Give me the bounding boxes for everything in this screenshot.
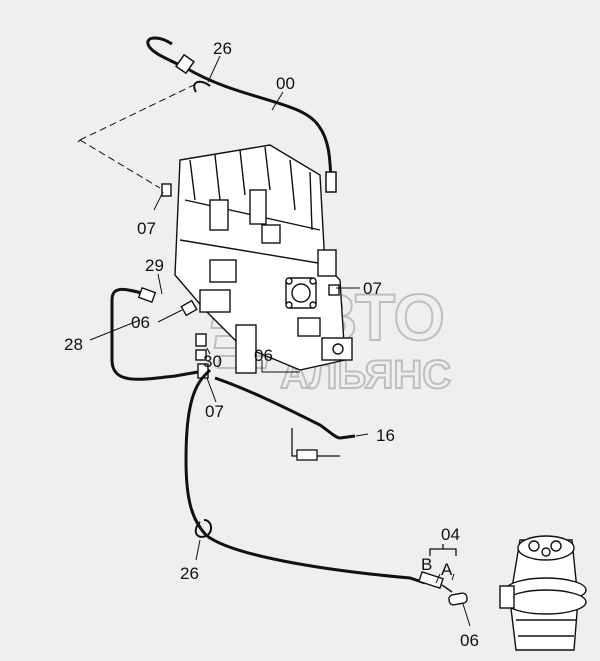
callout-00: 00 (276, 74, 295, 93)
hose-end-fitting (418, 570, 468, 606)
callout-07-right: 07 (363, 279, 382, 298)
bracket-04 (429, 544, 457, 556)
callout-06-left: 06 (131, 313, 150, 332)
callout-06-mid: 06 (254, 346, 273, 365)
callout-28: 28 (64, 335, 83, 354)
hose-28 (110, 287, 199, 381)
hose-16 (214, 376, 356, 440)
callout-30: 30 (203, 352, 222, 371)
callout-07-upper: 07 (137, 219, 156, 238)
callout-29: 29 (145, 256, 164, 275)
callout-04: 04 (441, 525, 460, 544)
callout-B: B (421, 555, 432, 574)
hose-lower (184, 368, 426, 585)
fittings-left (137, 287, 209, 379)
callout-26-top: 26 (213, 39, 232, 58)
hose-00 (146, 36, 337, 193)
control-valve (161, 144, 353, 374)
leader-lines (89, 55, 471, 627)
bracket-16 (291, 428, 340, 461)
callout-06-bottom: 06 (460, 631, 479, 650)
callout-26-bottom: 26 (180, 564, 199, 583)
callout-labels: 26 00 07 07 29 28 06 30 06 07 16 26 04 B… (64, 39, 479, 650)
dashed-leaders (77, 81, 201, 189)
swivel-joint (499, 535, 587, 651)
callout-A: A (441, 560, 453, 579)
callout-07-lower: 07 (205, 402, 224, 421)
clamp-26-bottom (194, 519, 212, 538)
callout-16: 16 (376, 426, 395, 445)
